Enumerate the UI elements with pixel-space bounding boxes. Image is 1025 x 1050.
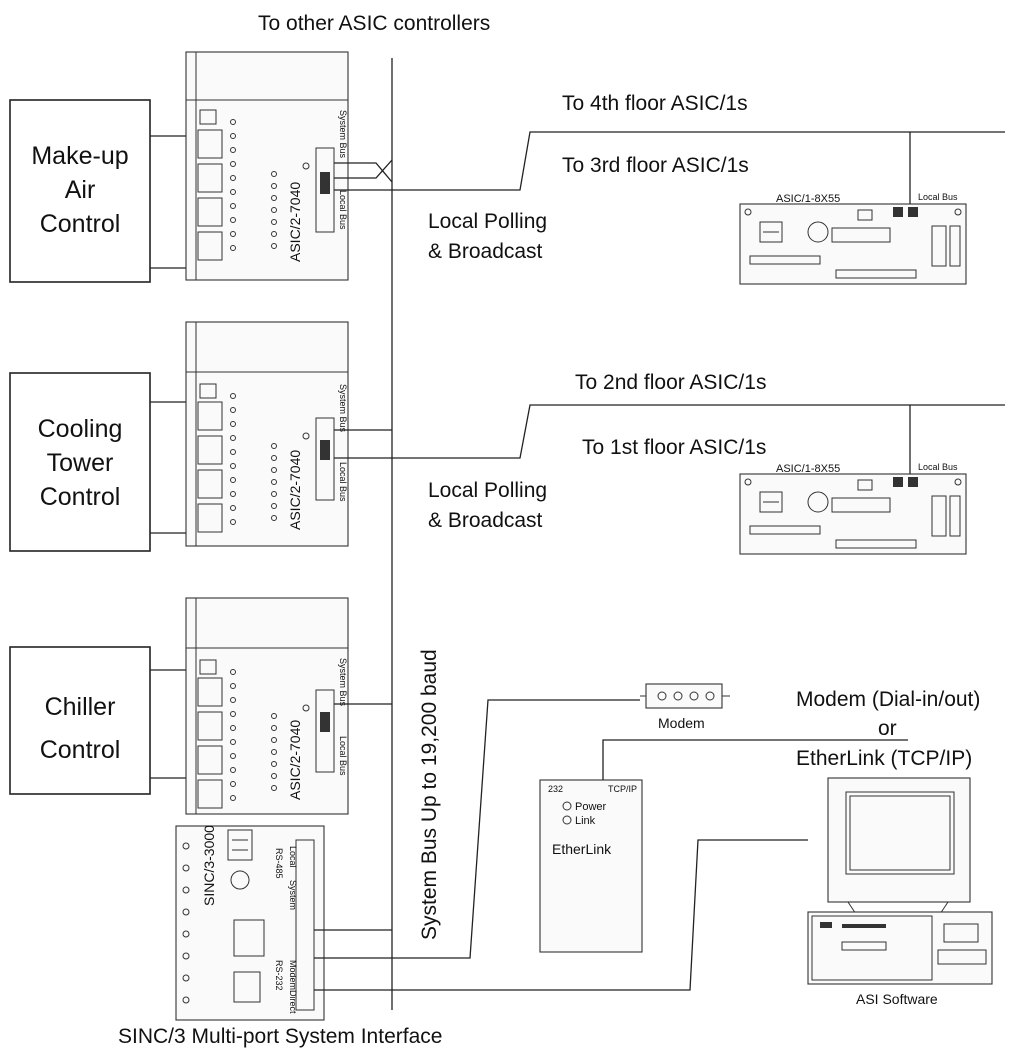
asic1-2-label: ASIC/1-8X55 [776, 463, 840, 475]
asic2-2-label: ASIC/2-7040 [287, 450, 303, 530]
makeup-line3: Control [40, 210, 121, 238]
etherlink-label: EtherLink [552, 841, 612, 857]
asi-software-label: ASI Software [856, 991, 938, 1007]
system-bus-label: System Bus Up to 19,200 baud [418, 649, 441, 940]
sinc3-small-1: RS-485 [274, 848, 284, 879]
asic2-3-label: ASIC/2-7040 [287, 720, 303, 800]
etherlink-power: Power [575, 801, 607, 813]
asic1-board-1: ASIC/1-8X55 Local Bus [739, 192, 967, 285]
computer-workstation [807, 777, 993, 985]
equipment-wiring [150, 135, 186, 779]
makeup-line2: Air [65, 176, 96, 204]
makeup-air-control-box: Make-up Air Control [9, 99, 151, 283]
sinc3-small-5: Modem [288, 960, 298, 990]
asic2-controller-1: ASIC/2-7040 System Bus Local Bus [185, 51, 349, 281]
modem-device [640, 683, 730, 709]
label-other-controllers: To other ASIC controllers [258, 12, 490, 35]
sinc3-small-4: Local [288, 846, 298, 868]
asic2-1-local-label: Local Bus [338, 190, 348, 230]
modem-label: Modem [658, 715, 705, 731]
label-1st-floor: To 1st floor ASIC/1s [582, 436, 766, 459]
sinc3-small-6: Direct [288, 990, 298, 1014]
asic1-1-label: ASIC/1-8X55 [776, 193, 840, 205]
asic1-2-local-label: Local Bus [918, 462, 958, 472]
asic2-1-side-label: System Bus [338, 110, 348, 159]
etherlink-tcp: TCP/IP [608, 784, 637, 794]
asic1-1-local-label: Local Bus [918, 192, 958, 202]
asic2-1-label: ASIC/2-7040 [287, 182, 303, 262]
sinc3-wiring [314, 699, 808, 991]
sinc3-caption: SINC/3 Multi-port System Interface [118, 1025, 442, 1048]
asic2-3-local-label: Local Bus [338, 736, 348, 776]
label-3rd-floor: To 3rd floor ASIC/1s [562, 154, 749, 177]
asic2-2-local-label: Local Bus [338, 462, 348, 502]
cooling-line3: Control [40, 483, 121, 511]
label-polling-2b: & Broadcast [428, 509, 543, 532]
chiller-line1: Chiller [45, 693, 116, 721]
sinc3-label: SINC/3-3000 [201, 825, 217, 906]
asic1-board-2: ASIC/1-8X55 Local Bus [739, 462, 967, 555]
chiller-control-box: Chiller Control [9, 646, 151, 795]
asic2-controller-2: ASIC/2-7040 System Bus Local Bus [185, 321, 349, 547]
sinc3-small-2: RS-232 [274, 960, 284, 991]
modem-option-1: Modem (Dial-in/out) [796, 688, 980, 711]
chiller-line2: Control [40, 736, 121, 764]
asic2-3-side-label: System Bus [338, 658, 348, 707]
label-polling-1b: & Broadcast [428, 240, 543, 263]
sinc3-interface: SINC/3-3000 RS-485 RS-232 System Local M… [175, 825, 325, 1021]
asic2-controller-3: ASIC/2-7040 System Bus Local Bus [185, 597, 349, 815]
cooling-line1: Cooling [38, 415, 123, 443]
label-4th-floor: To 4th floor ASIC/1s [562, 92, 748, 115]
modem-option-2: or [878, 717, 897, 740]
sinc3-small-3: System [288, 880, 298, 910]
cooling-tower-control-box: Cooling Tower Control [9, 372, 151, 552]
makeup-line1: Make-up [31, 142, 128, 170]
cooling-line2: Tower [47, 449, 114, 477]
asic2-2-side-label: System Bus [338, 384, 348, 433]
system-bus-taps [334, 159, 393, 705]
etherlink-device: 232 TCP/IP Power Link EtherLink [539, 779, 643, 953]
etherlink-link: Link [575, 815, 596, 827]
local-bus-lower [334, 404, 1005, 482]
label-polling-1a: Local Polling [428, 210, 547, 233]
local-bus-upper [334, 131, 1005, 212]
label-2nd-floor: To 2nd floor ASIC/1s [575, 371, 766, 394]
etherlink-network-line [602, 739, 908, 780]
label-polling-2a: Local Polling [428, 479, 547, 502]
etherlink-232: 232 [548, 784, 563, 794]
modem-option-3: EtherLink (TCP/IP) [796, 747, 972, 770]
